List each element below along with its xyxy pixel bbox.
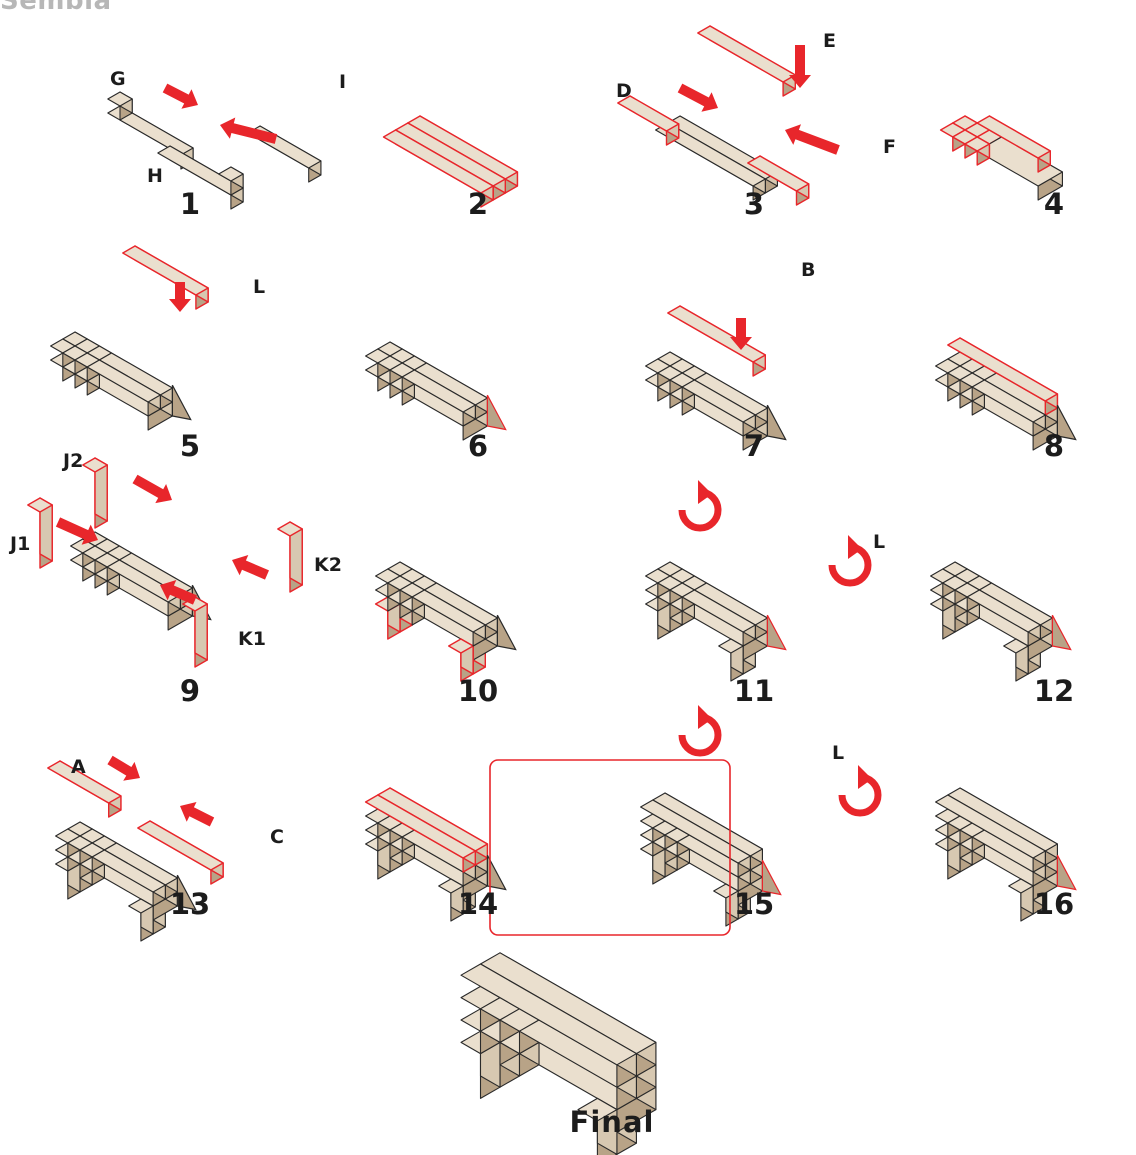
step-number: 15 bbox=[714, 887, 794, 921]
step-3-insert-arrow bbox=[785, 124, 840, 154]
part-label: K2 bbox=[314, 554, 342, 576]
step-number: 2 bbox=[438, 187, 518, 221]
step-9-insert-arrow bbox=[56, 517, 98, 544]
part-label: H bbox=[147, 165, 163, 187]
step-number: 10 bbox=[438, 674, 518, 708]
step-15-rotate-arrow bbox=[682, 705, 718, 753]
part-label: F bbox=[883, 136, 896, 158]
part-label: L bbox=[832, 742, 844, 764]
part-label: E bbox=[823, 30, 836, 52]
step-12-illustration bbox=[931, 562, 1071, 681]
step-3-insert-arrow bbox=[678, 84, 718, 112]
step-13-insert-arrow bbox=[107, 756, 140, 781]
step-number: 12 bbox=[1014, 674, 1094, 708]
step-number: 6 bbox=[438, 429, 518, 463]
step-10-illustration bbox=[376, 562, 516, 681]
step-5-illustration bbox=[51, 246, 209, 430]
part-label: L bbox=[873, 531, 885, 553]
step-number: 4 bbox=[1014, 187, 1094, 221]
step-13-insert-arrow bbox=[180, 802, 214, 827]
part-label: D bbox=[616, 80, 632, 102]
part-label: J1 bbox=[10, 533, 30, 555]
step-number: 14 bbox=[438, 887, 518, 921]
part-label: L bbox=[253, 276, 265, 298]
step-number: 16 bbox=[1014, 887, 1094, 921]
part-label: K1 bbox=[238, 628, 266, 650]
step-11-rotate-arrow bbox=[682, 480, 718, 528]
part-label: G bbox=[110, 68, 126, 90]
step-15-rotate-arrow bbox=[842, 765, 878, 813]
part-label: J2 bbox=[63, 450, 83, 472]
part-label: A bbox=[71, 756, 86, 778]
part-label: C bbox=[270, 826, 284, 848]
step-6-illustration bbox=[366, 342, 506, 440]
step-9-insert-arrow bbox=[133, 475, 173, 503]
step-number: 3 bbox=[714, 187, 794, 221]
step-9-insert-arrow bbox=[232, 555, 269, 580]
step-1-insert-arrow bbox=[163, 84, 198, 109]
step-number: 13 bbox=[150, 887, 230, 921]
step-number: 9 bbox=[150, 674, 230, 708]
step-11-illustration bbox=[646, 562, 786, 681]
step-11-rotate-arrow bbox=[832, 535, 868, 583]
part-label: B bbox=[801, 259, 815, 281]
step-number: 1 bbox=[150, 187, 230, 221]
part-label: I bbox=[339, 71, 346, 93]
step-number: 7 bbox=[714, 429, 794, 463]
step-number: 8 bbox=[1014, 429, 1094, 463]
step-3-illustration bbox=[618, 26, 809, 205]
step-number: 5 bbox=[150, 429, 230, 463]
step-number: 11 bbox=[714, 674, 794, 708]
final-label: Final bbox=[532, 1105, 692, 1139]
